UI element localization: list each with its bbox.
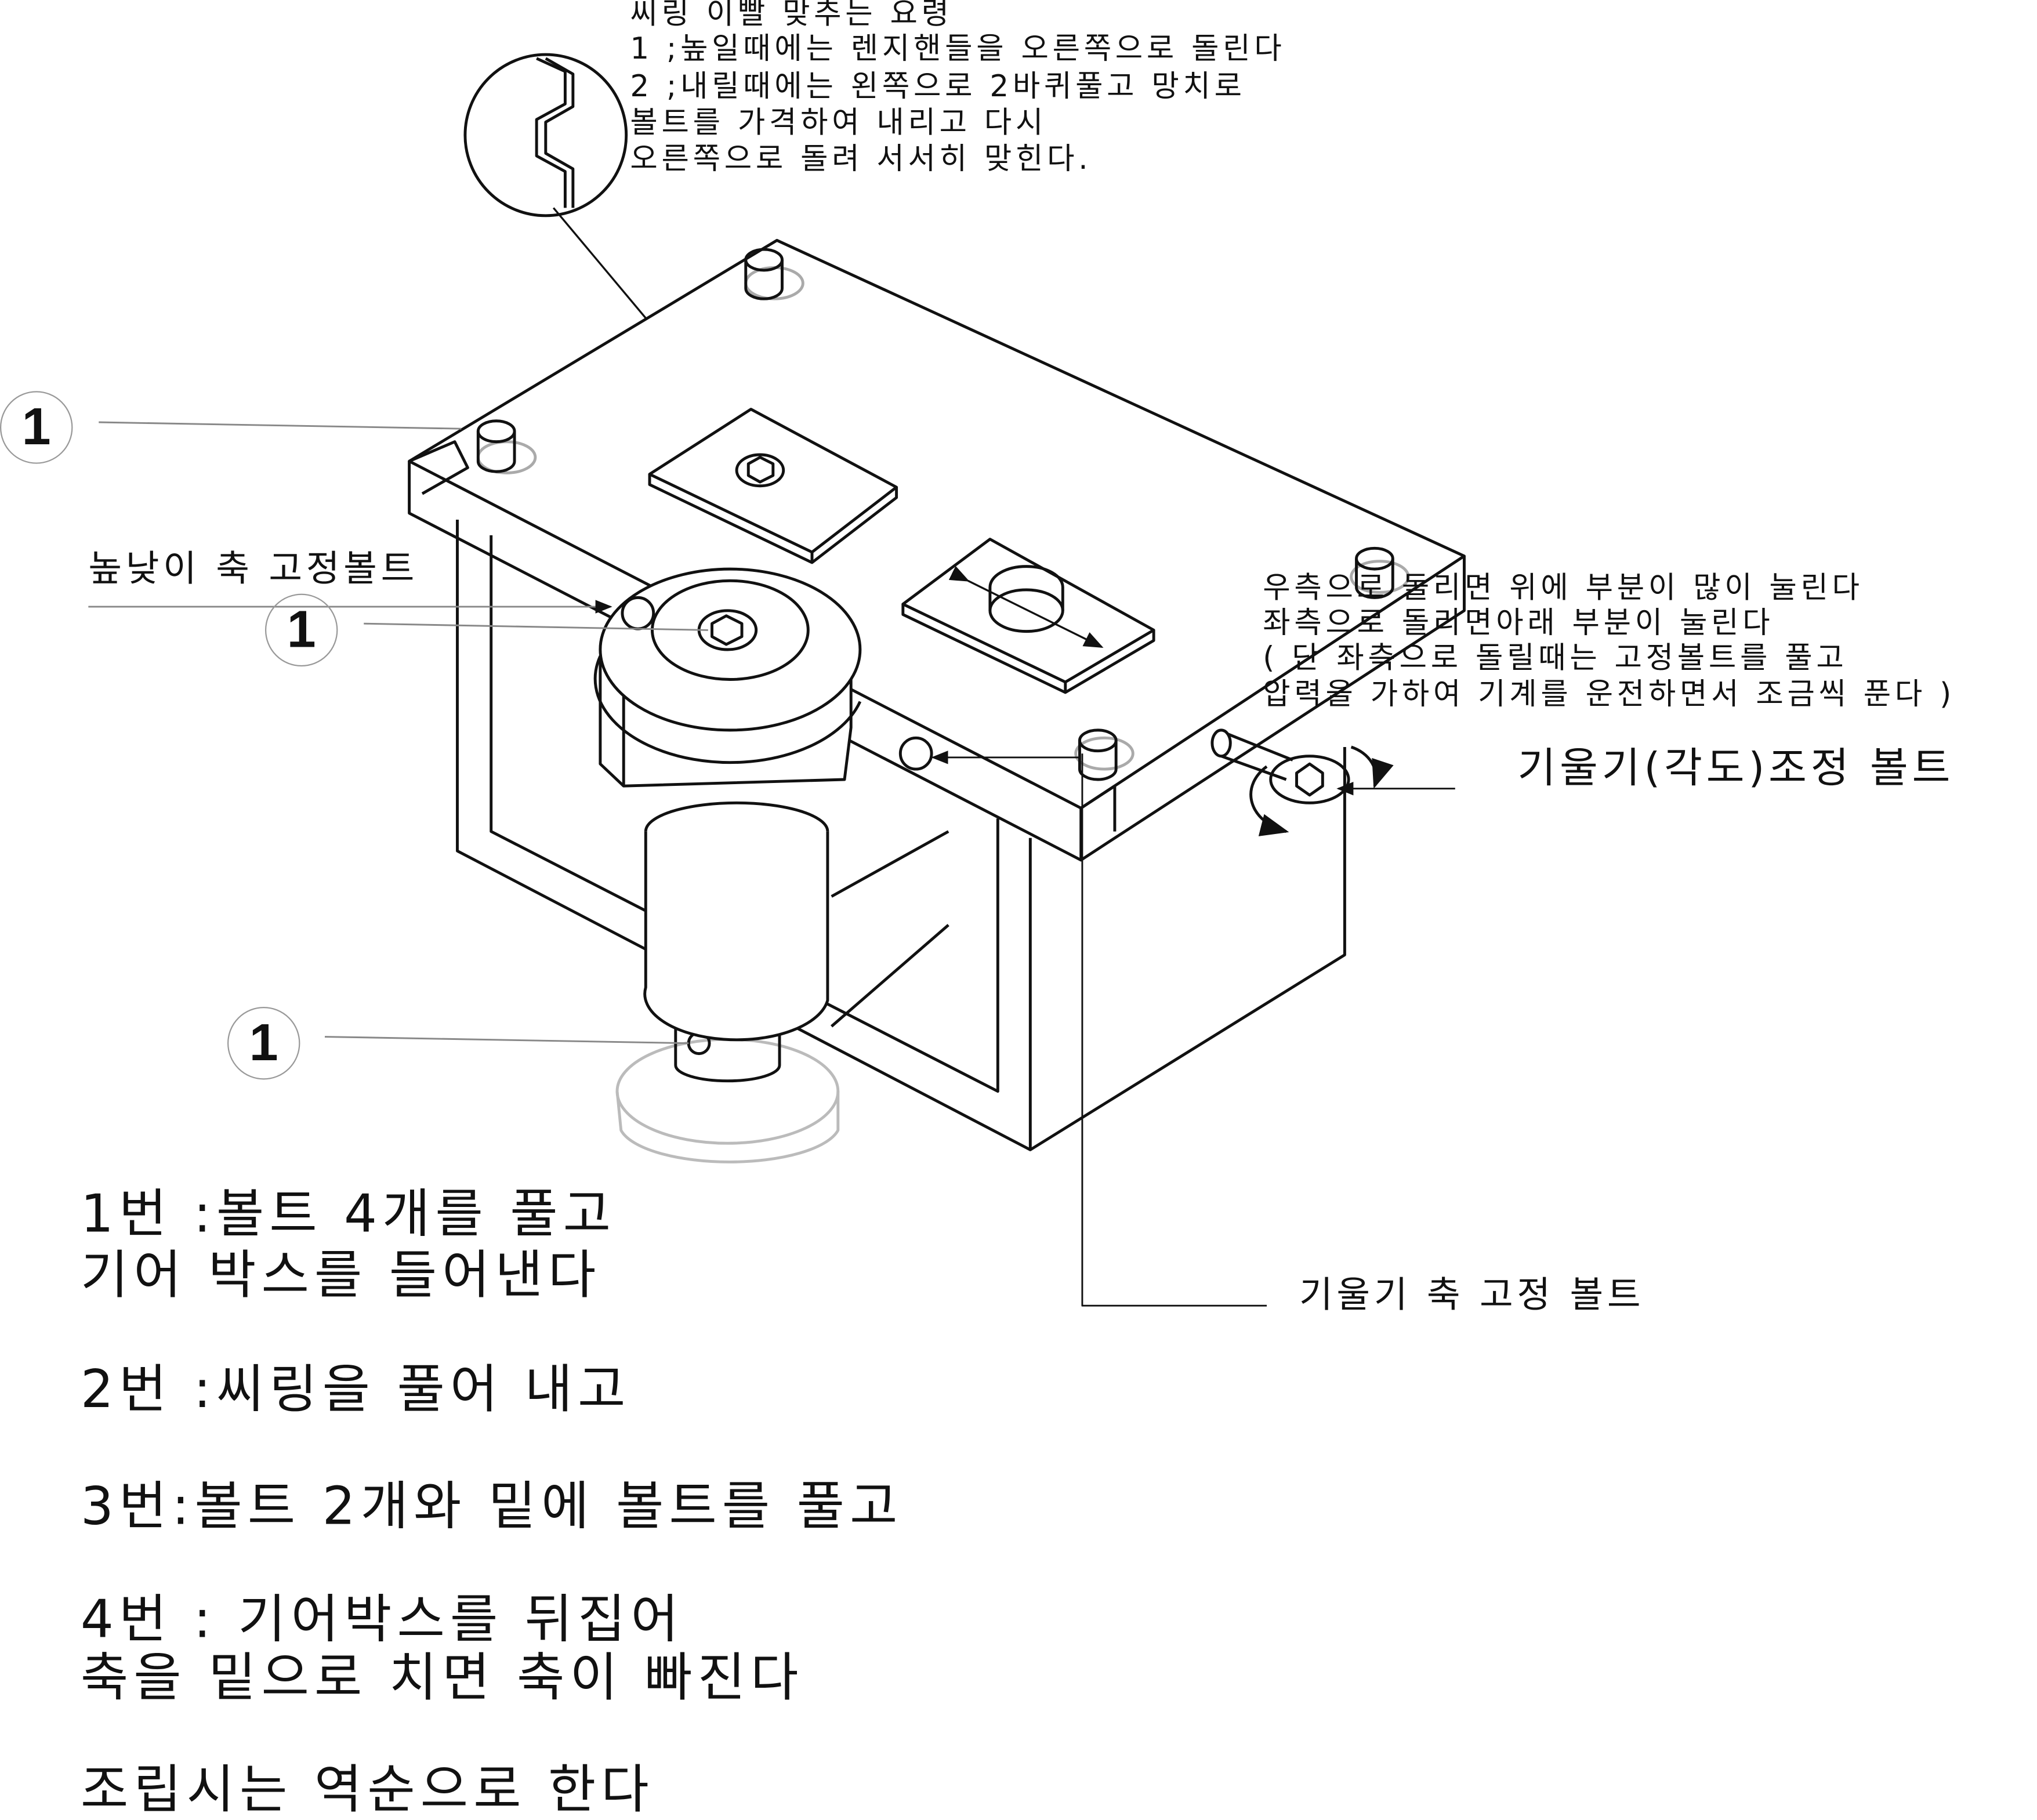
tilt-adjust-bolt [1210, 728, 1394, 836]
tilt-plate [901, 538, 1155, 694]
callout-1: 1 [264, 593, 338, 667]
seal-adjust-line: 볼트를 가격하여 내리고 다시 [630, 106, 1048, 140]
shaft-housing [593, 567, 933, 1163]
tilt-note-line: ( 단 좌측으로 돌릴때는 고정볼트를 풀고 [1263, 641, 1848, 676]
tilt-note-line: 우측으로 돌리면 위에 부분이 많이 눌린다 [1263, 571, 1864, 606]
step-4: 4번 : 기어박스를 뒤집어 [80, 1590, 684, 1650]
seal-plate [648, 408, 898, 564]
height-axis-bolt-label: 높낮이 축 고정볼트 [88, 547, 419, 590]
gearbox-top-plate [408, 238, 1466, 862]
leader-lines [88, 421, 1455, 1307]
callout-1: 1 [0, 391, 73, 464]
step-1-cont: 기어 박스를 들어낸다 [80, 1246, 601, 1306]
step-3: 3번:볼트 2개와 밑에 볼트를 풀고 [80, 1477, 903, 1537]
step-2: 2번 :씨링을 풀어 내고 [80, 1360, 631, 1420]
assembly-note: 조립시는 역순으로 한다 [80, 1760, 654, 1820]
step-1: 1번 :볼트 4개를 풀고 [80, 1184, 617, 1245]
tilt-note-line: 좌측으로 돌리면아래 부분이 눌린다 [1263, 607, 1774, 641]
corner-bolts [476, 248, 1410, 781]
seal-adjust-line: 1 ;높일때에는 렌지핸들을 오른쪽으로 돌린다 [630, 32, 1286, 67]
callout-1: 1 [227, 1007, 300, 1080]
step-4-cont: 축을 밑으로 치면 축이 빠진다 [80, 1648, 804, 1709]
seal-adjust-title: 씨링 이빨 맞추는 요령 [630, 0, 953, 31]
tilt-adjust-bolt-label: 기울기(각도)조정 볼트 [1517, 743, 1955, 793]
tilt-axis-bolt-label: 기울기 축 고정 볼트 [1299, 1273, 1645, 1317]
seal-adjust-line: 오른쪽으로 돌려 서서히 맞힌다. [630, 143, 1092, 177]
tilt-note-line: 압력을 가하여 기계를 운전하면서 조금씩 푼다 ) [1263, 678, 1955, 712]
seal-adjust-line: 2 ;내릴때에는 왼쪽으로 2바퀴풀고 망치로 [630, 70, 1246, 104]
